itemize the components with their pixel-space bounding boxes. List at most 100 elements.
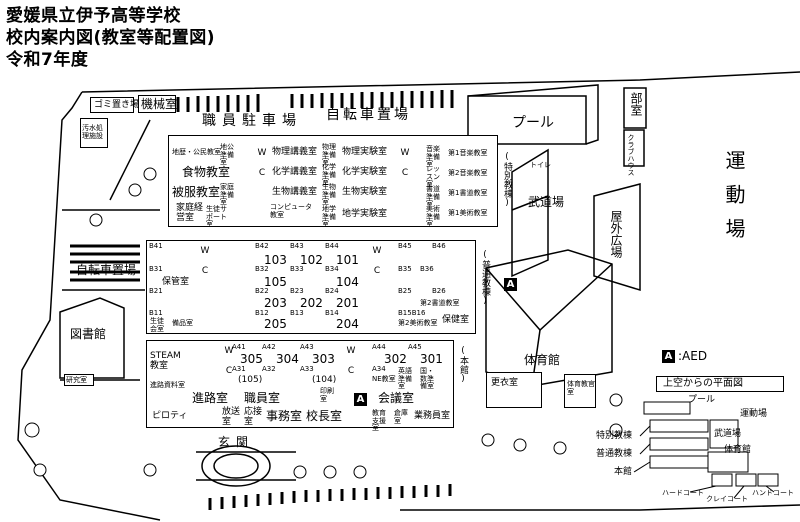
inset-title-box: 上空からの平面図 [656,376,784,392]
room-kokugo-prep: 国・数準備室 [420,367,434,391]
room-katei-prep: 家庭準備室 [220,183,234,207]
inset-toku: 特別教棟 [596,431,633,441]
room-seibutsu-prep: 生物準備室 [322,183,336,207]
room-chiri: 地歴・公民教室 [172,148,221,156]
inset-gym: 体育館 [724,445,752,455]
room-soko: 倉庫室 [394,409,408,425]
gym-label: 体育館 [524,353,561,367]
room-b32: B32 [255,265,269,273]
room-b46: B46 [432,242,446,250]
room-chiri-prep: 地公準備室 [220,143,234,167]
toilet-label: トイレ [530,161,551,169]
title-school: 愛媛県立伊予高等学校 [6,6,181,26]
room-202: 202 [300,296,323,310]
room-b45: B45 [398,242,412,250]
room-bihin: 備品室 [172,319,193,327]
room-b23: B23 [290,287,304,295]
room-302: 302 [384,352,407,366]
wc-regular-1: W C [200,246,210,276]
room-b34: B34 [325,265,339,273]
room-a45: A45 [408,343,422,351]
kenkyu-box: 研究室 [64,374,94,386]
room-seikatsu: 生徒サポート室 [206,205,227,229]
room-104b: (104) [312,375,337,385]
wc-special-1: W C [257,148,267,178]
wc-special-2: W C [400,148,410,178]
kouishitsu-box: 更衣室 [486,372,542,408]
room-shinro: 進路室 [192,391,229,405]
room-b24: B24 [325,287,339,295]
room-kagaku-kougi: 化学講義室 [272,167,318,177]
room-seibutsu-jikken: 生物実験室 [342,187,388,197]
room-a34: A34 [372,365,386,373]
room-b21: B21 [149,287,163,295]
room-104: 104 [336,275,359,289]
room-keikan: 保管室 [162,277,190,287]
wc-regular-2: W C [372,246,382,276]
room-hoken: 保健室 [442,315,470,325]
legend-aed-marker: A [662,350,675,363]
room-lesson: レッスン室 [426,165,440,189]
room-ne: NE教室 [372,375,396,383]
room-hifuku: 被服教室 [172,185,221,199]
inset-futsu: 普通教棟 [596,449,633,459]
room-oshu: 応接室 [244,407,263,427]
room-ongaku-prep: 音楽準備室 [426,145,440,169]
room-kaigi: 会議室 [378,391,415,405]
room-b35: B35 [398,265,412,273]
room-a41: A41 [232,343,246,351]
room-daini-bijutsu: 第2美術教室 [398,319,438,327]
aed-marker-gym: A [504,278,517,291]
room-304: 304 [276,352,299,366]
room-305: 305 [240,352,263,366]
okugai-label: 屋外広場 [609,210,623,258]
club-label: クラブハウス [627,134,635,176]
room-a33: A33 [300,365,314,373]
inset-hon: 本館 [614,467,633,477]
room-103: 103 [264,253,287,267]
kikai-box: 機械室 [138,95,177,113]
room-ongaku1: 第1音楽教室 [448,149,488,157]
room-201: 201 [336,296,359,310]
gomi-label: ゴミ置き場 [94,100,140,110]
room-b36: B36 [420,265,434,273]
room-shinro-shiryo: 進路資料室 [150,381,185,389]
room-102: 102 [300,253,323,267]
kenkyu-label: 研究室 [66,376,87,384]
room-daini-shodo: 第2書道教室 [420,299,460,307]
wc-main-2: W C [346,346,356,376]
room-b13: B13 [290,309,304,317]
pool-label: プール [512,115,554,131]
regular-building [146,240,476,334]
genkan-label: 玄関 [218,435,255,449]
aed-marker-main: A [354,393,367,406]
room-b15b16: B15B16 [398,309,426,317]
inset-hard2: ハンドコート [752,489,794,497]
room-eigo-prep: 英語準備室 [398,367,412,391]
room-jimu: 事務室 [266,409,303,423]
room-butsuri-jikken: 物理実験室 [342,147,388,157]
main-building [146,340,454,428]
room-shokumotsu: 食物教室 [182,165,231,179]
room-105b: (105) [238,375,263,385]
room-301: 301 [420,352,443,366]
taiiku-kyouin-box: 体育教官室 [564,374,596,408]
room-computer: コンピュータ教室 [270,203,312,219]
room-303: 303 [312,352,335,366]
osui-box: 汚水処理施設 [80,118,108,148]
piloti-label: ピロティ [152,411,188,421]
room-b43: B43 [290,242,304,250]
library-label: 図書館 [70,327,107,341]
legend-aed-label: :AED [678,349,708,363]
room-203: 203 [264,296,287,310]
room-shodo1: 第1書道教室 [448,189,488,197]
inset-hard1: ハードコート [662,489,704,497]
kouishitsu-label: 更衣室 [491,378,519,388]
room-b25: B25 [398,287,412,295]
room-204: 204 [336,317,359,331]
room-kocho: 校長室 [306,409,343,423]
bushitsu-label: 部室 [629,92,643,116]
room-insatsu: 印刷室 [320,387,334,403]
